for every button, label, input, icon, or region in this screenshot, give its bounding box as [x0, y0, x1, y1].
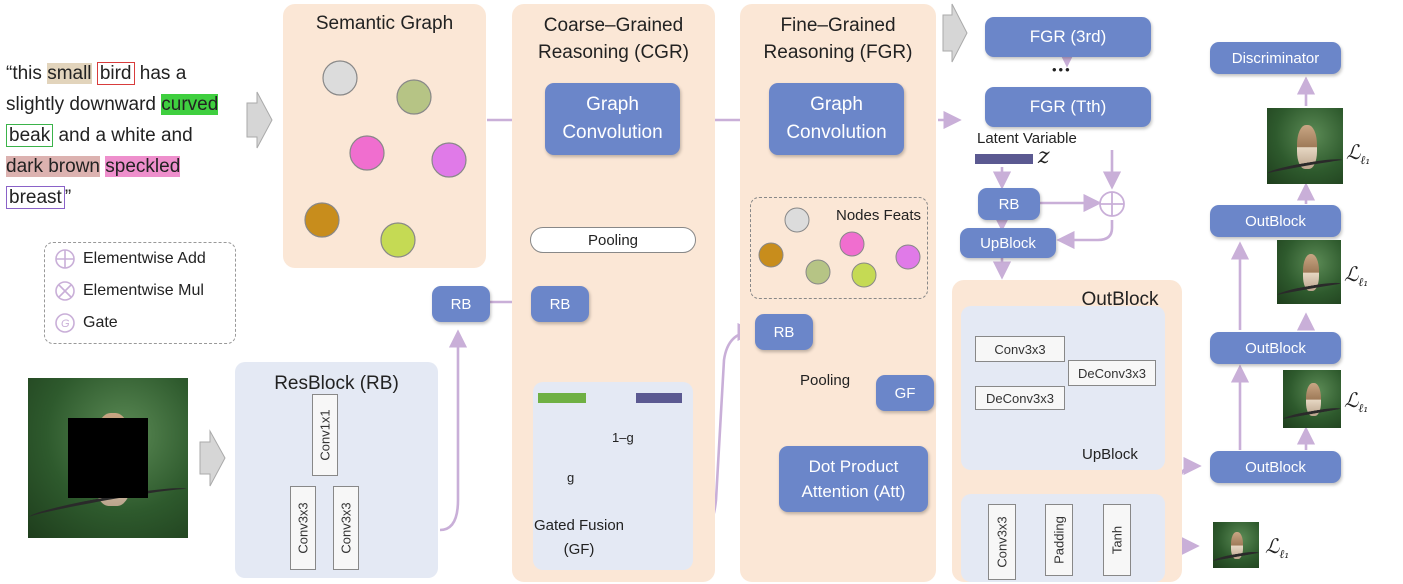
conv3x3-box-a: Conv3x3 [290, 486, 316, 570]
gf-green-bar [538, 393, 586, 403]
stack-rb-button[interactable]: RB [978, 188, 1040, 220]
gated-fusion-title: Gated Fusion (GF) [533, 517, 625, 558]
loss-label-4: ℒℓ₁ [1265, 534, 1290, 561]
outblock-title: OutBlock [1081, 289, 1159, 310]
word-breast: breast [6, 186, 65, 209]
ob-conv3x3-vertical: Conv3x3 [988, 504, 1016, 580]
word-bird: bird [96, 62, 135, 85]
legend-gate: G Gate [55, 313, 118, 333]
output-image-4 [1213, 522, 1259, 568]
output-image-2 [1277, 240, 1341, 304]
latent-variable-label: Latent Variable [977, 130, 1077, 147]
ob-tanh-box: Tanh [1103, 504, 1131, 576]
gf-purple-bar [636, 393, 682, 403]
nodes-feats-box [750, 197, 928, 299]
ob-deconv3x3-box-b: DeConv3x3 [1068, 360, 1156, 386]
nodes-feats-label: Nodes Feats [836, 207, 922, 224]
cgr-pooling-pill: Pooling [530, 227, 696, 253]
stack-dots: ••• [1052, 62, 1072, 77]
svg-text:G: G [61, 318, 70, 330]
outblock-button-1[interactable]: OutBlock [1210, 205, 1341, 237]
fgr-3rd-button[interactable]: FGR (3rd) [985, 17, 1151, 57]
output-image-3 [1283, 370, 1341, 428]
cgr-rb-button[interactable]: RB [531, 286, 589, 322]
resblock-title: ResBlock (RB) [274, 373, 399, 394]
conv1x1-box: Conv1x1 [312, 394, 338, 476]
outblock-button-3[interactable]: OutBlock [1210, 451, 1341, 483]
rb-button-left[interactable]: RB [432, 286, 490, 322]
g-label: g [567, 470, 575, 485]
caption-close: ” [64, 187, 72, 208]
fgr-pooling-label: Pooling [800, 372, 851, 389]
caption-t1: has a slightly downward [6, 63, 187, 115]
ob-padding-box: Padding [1045, 504, 1073, 576]
discriminator-button[interactable]: Discriminator [1210, 42, 1341, 74]
latent-bar [975, 154, 1033, 164]
word-small: small [47, 63, 92, 84]
semantic-graph-panel [283, 4, 486, 268]
semantic-graph-title: Semantic Graph [315, 13, 454, 34]
cgr-title: Coarse–Grained Reasoning (CGR) [538, 15, 689, 63]
loss-label-2: ℒℓ₁ [1344, 262, 1369, 289]
loss-label-3: ℒℓ₁ [1344, 388, 1369, 415]
gate-icon: G [55, 313, 75, 333]
ob-conv3x3-box: Conv3x3 [975, 336, 1065, 362]
caption-t2: and a white and [58, 125, 193, 146]
fgr-tth-button[interactable]: FGR (Tth) [985, 87, 1151, 127]
output-image-1 [1267, 108, 1343, 184]
outblock-button-2[interactable]: OutBlock [1210, 332, 1341, 364]
legend-add: Elementwise Add [55, 249, 206, 269]
cgr-graph-convolution-button[interactable]: Graph Convolution [545, 83, 680, 155]
fgr-gf-button[interactable]: GF [876, 375, 934, 411]
dot-product-attention-button[interactable]: Dot Product Attention (Att) [779, 446, 928, 512]
ob-upblock-label: UpBlock [1082, 446, 1138, 463]
caption-text: “this small bird has a slightly downward… [6, 58, 246, 213]
fgr-title: Fine–Grained Reasoning (FGR) [763, 15, 913, 63]
fgr-graph-convolution-button[interactable]: Graph Convolution [769, 83, 904, 155]
caption-open: “this [6, 63, 42, 84]
legend-mul: Elementwise Mul [55, 281, 204, 301]
ob-deconv3x3-box-a: DeConv3x3 [975, 386, 1065, 410]
word-curved: curved [161, 94, 219, 115]
legend: Elementwise Add Elementwise Mul G Gate [44, 242, 236, 344]
one-minus-g-label: 1–g [612, 430, 634, 445]
fgr-rb-button[interactable]: RB [755, 314, 813, 350]
stack-upblock-button[interactable]: UpBlock [960, 228, 1056, 258]
loss-label-1: ℒℓ₁ [1346, 140, 1371, 167]
latent-z: z [1038, 144, 1050, 169]
times-circle-icon [55, 281, 75, 301]
word-dark-brown: dark brown [6, 156, 100, 177]
gated-fusion-panel [533, 382, 693, 570]
word-speckled: speckled [105, 156, 181, 177]
word-beak: beak [6, 124, 54, 147]
masked-input-image [28, 378, 188, 538]
plus-circle-icon [55, 249, 75, 269]
conv3x3-box-b: Conv3x3 [333, 486, 359, 570]
